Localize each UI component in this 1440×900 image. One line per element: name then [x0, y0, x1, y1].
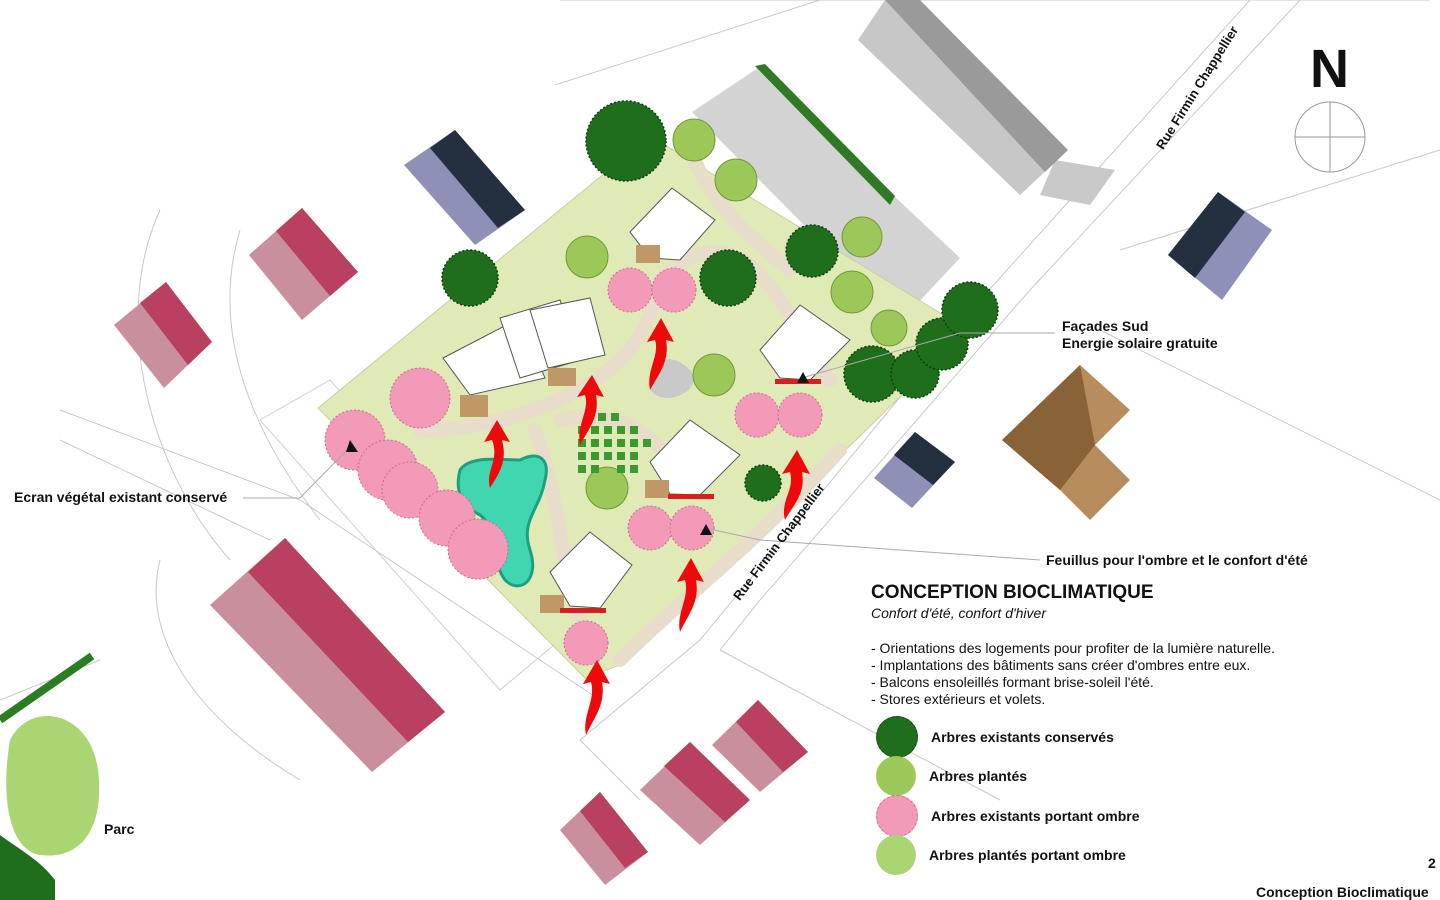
design-principles-list: - Orientations des logements pour profit…	[871, 640, 1275, 708]
parking-area	[259, 64, 1115, 691]
pond	[456, 454, 548, 588]
footer-title: Conception Bioclimatique	[1256, 884, 1429, 900]
principle-item: - Orientations des logements pour profit…	[871, 640, 1275, 656]
green-strip	[0, 652, 95, 724]
tree-shade-planted-swatch-icon	[876, 835, 916, 875]
tree-shade-existing-swatch-icon	[876, 795, 918, 837]
north-label: N	[1310, 39, 1349, 99]
principle-item: - Stores extérieurs et volets.	[871, 691, 1046, 707]
leader-markers	[346, 372, 809, 535]
leader-lines	[243, 332, 1055, 561]
legend-title: CONCEPTION BIOCLIMATIQUE	[871, 582, 1154, 603]
sun-arrows	[484, 318, 810, 735]
south-facades-label: Façades Sud	[1062, 318, 1149, 334]
principle-item: - Implantations des bâtiments sans créer…	[871, 657, 1251, 673]
compass-icon	[1294, 101, 1366, 173]
trees-existing	[441, 100, 999, 502]
vegetal-screen-label: Ecran végétal existant conservé	[14, 489, 228, 505]
park	[0, 716, 100, 900]
principle-item: - Balcons ensoleillés formant brise-sole…	[871, 674, 1154, 690]
tree-existing-swatch-icon	[876, 716, 918, 758]
legend-item-label: Arbres existants conservés	[931, 729, 1114, 745]
road-lines	[0, 0, 1440, 801]
legend-item-label: Arbres plantés	[929, 768, 1028, 784]
legend-item-existing-shade-trees: Arbres existants portant ombre	[876, 795, 1140, 837]
page-number: 2	[1428, 855, 1436, 871]
legend-item-label: Arbres plantés portant ombre	[929, 847, 1126, 863]
solar-energy-label: Energie solaire gratuite	[1062, 335, 1218, 351]
legend-item-planted-shade-trees: Arbres plantés portant ombre	[876, 835, 1126, 875]
existing-buildings	[114, 0, 1272, 885]
legend-item-existing-trees: Arbres existants conservés	[876, 716, 1114, 758]
legend-item-planted-trees: Arbres plantés	[876, 756, 1027, 796]
trees-planted	[565, 118, 908, 510]
balconies	[460, 245, 669, 613]
new-buildings	[442, 187, 851, 609]
legend-item-label: Arbres existants portant ombre	[931, 808, 1140, 824]
trees-shading-existing	[324, 267, 823, 666]
tree-planted-swatch-icon	[876, 756, 916, 796]
deciduous-label: Feuillus pour l'ombre et le confort d'ét…	[1046, 552, 1308, 568]
legend-subtitle: Confort d'été, confort d'hiver	[871, 605, 1046, 621]
park-label: Parc	[104, 821, 135, 837]
